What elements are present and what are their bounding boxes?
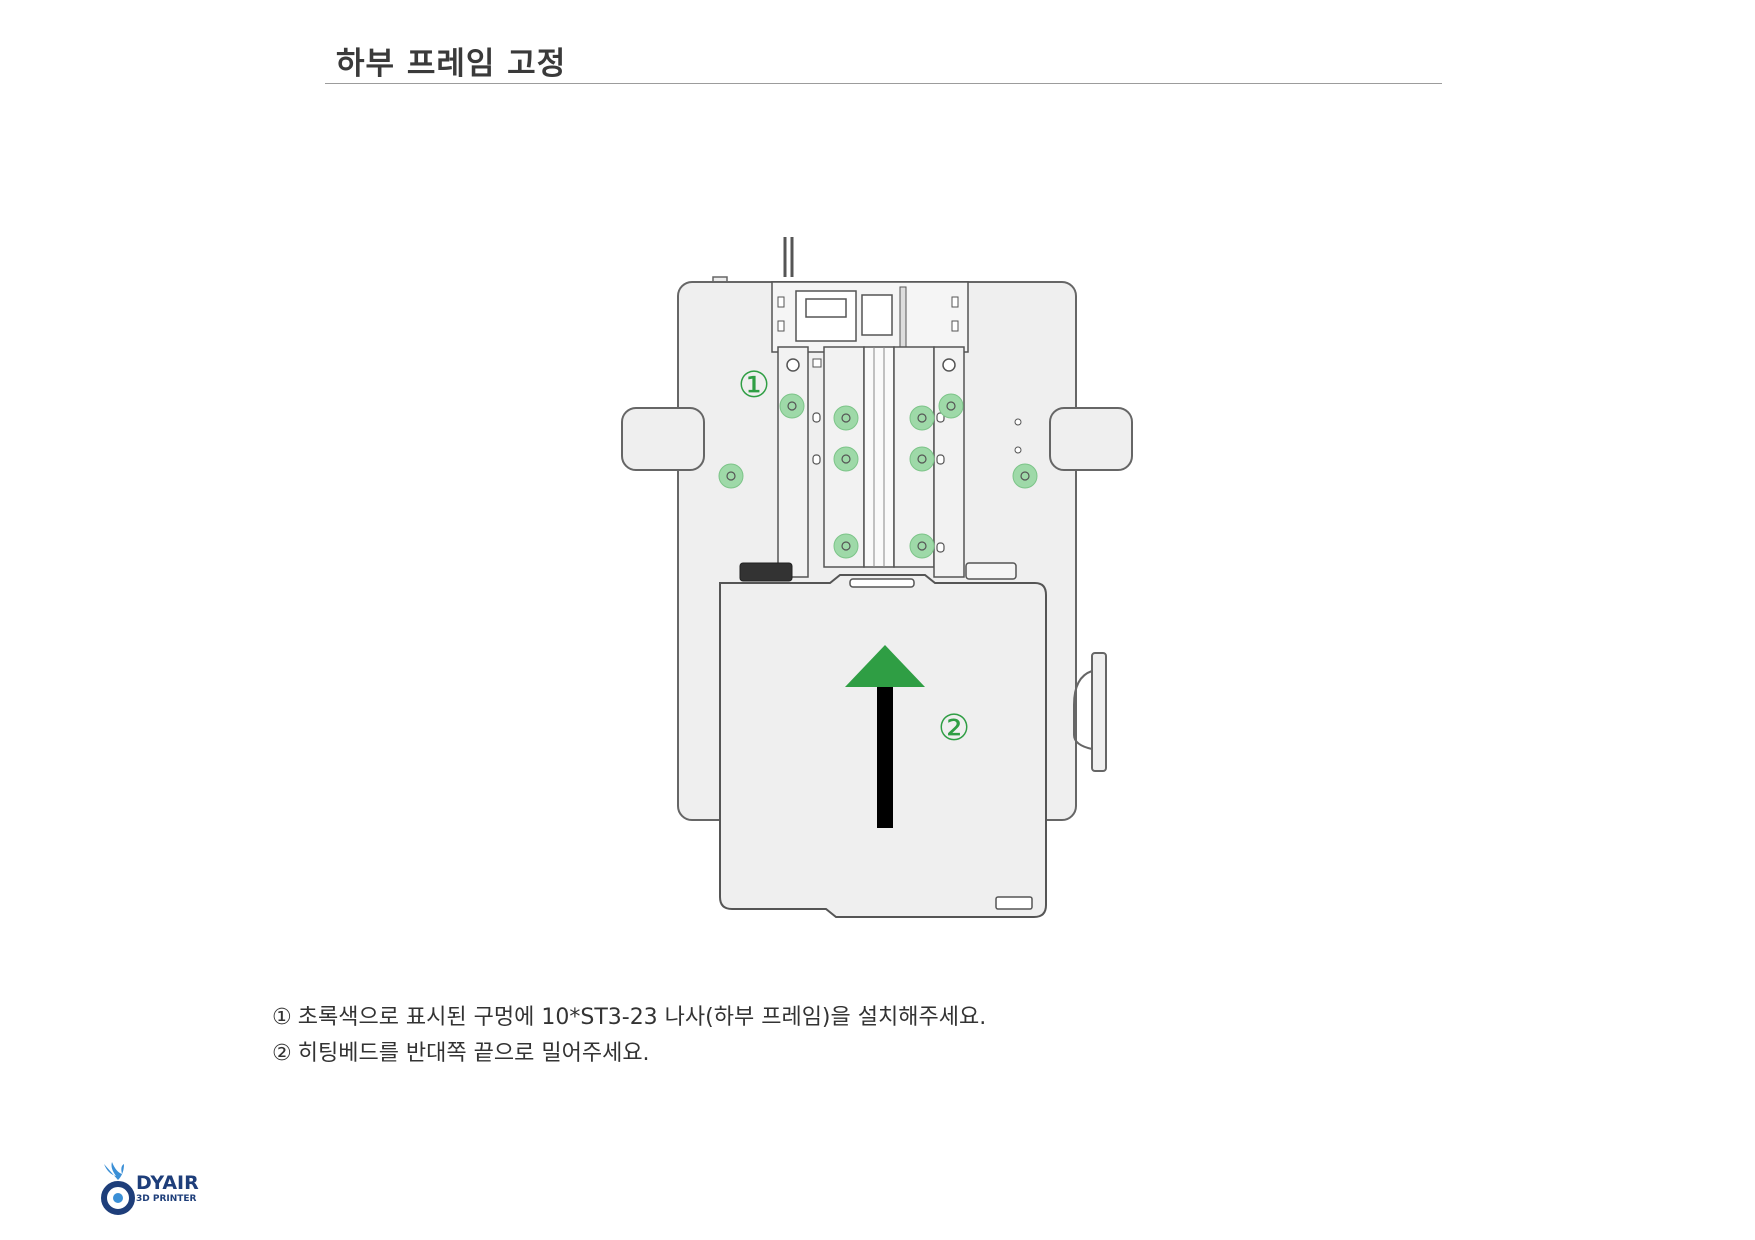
dyair-logo: DYAIR 3D PRINTER — [98, 1160, 228, 1220]
connector-left — [739, 562, 793, 582]
logo-subtitle: 3D PRINTER — [136, 1194, 197, 1204]
step-text: 히팅베드를 반대쪽 끝으로 밀어주세요. — [297, 1041, 650, 1066]
callout-1: ① — [738, 365, 770, 406]
step-number: ② — [272, 1041, 292, 1066]
title-divider — [325, 83, 1442, 84]
push-arrow-shaft — [877, 683, 893, 828]
push-arrow-head — [845, 645, 925, 687]
logo-name: DYAIR — [136, 1172, 199, 1194]
center-channel — [863, 346, 895, 568]
step-text: 초록색으로 표시된 구멍에 10*ST3-23 나사(하부 프레임)을 설치해주… — [297, 1005, 987, 1030]
printer-bottom-view-diagram: ① ② — [621, 237, 1133, 918]
left-handle — [621, 407, 705, 471]
dyair-logo-icon — [101, 1162, 135, 1215]
left-rail — [777, 346, 809, 578]
page-title: 하부 프레임 고정 — [336, 46, 567, 82]
connector-right — [965, 562, 1017, 580]
right-handle — [1049, 407, 1133, 471]
screw-hole-markers — [718, 393, 1038, 559]
callout-2: ② — [938, 708, 970, 749]
step-number: ① — [272, 1005, 292, 1030]
side-knob — [1091, 652, 1107, 772]
bed-logo-mark — [995, 896, 1033, 910]
